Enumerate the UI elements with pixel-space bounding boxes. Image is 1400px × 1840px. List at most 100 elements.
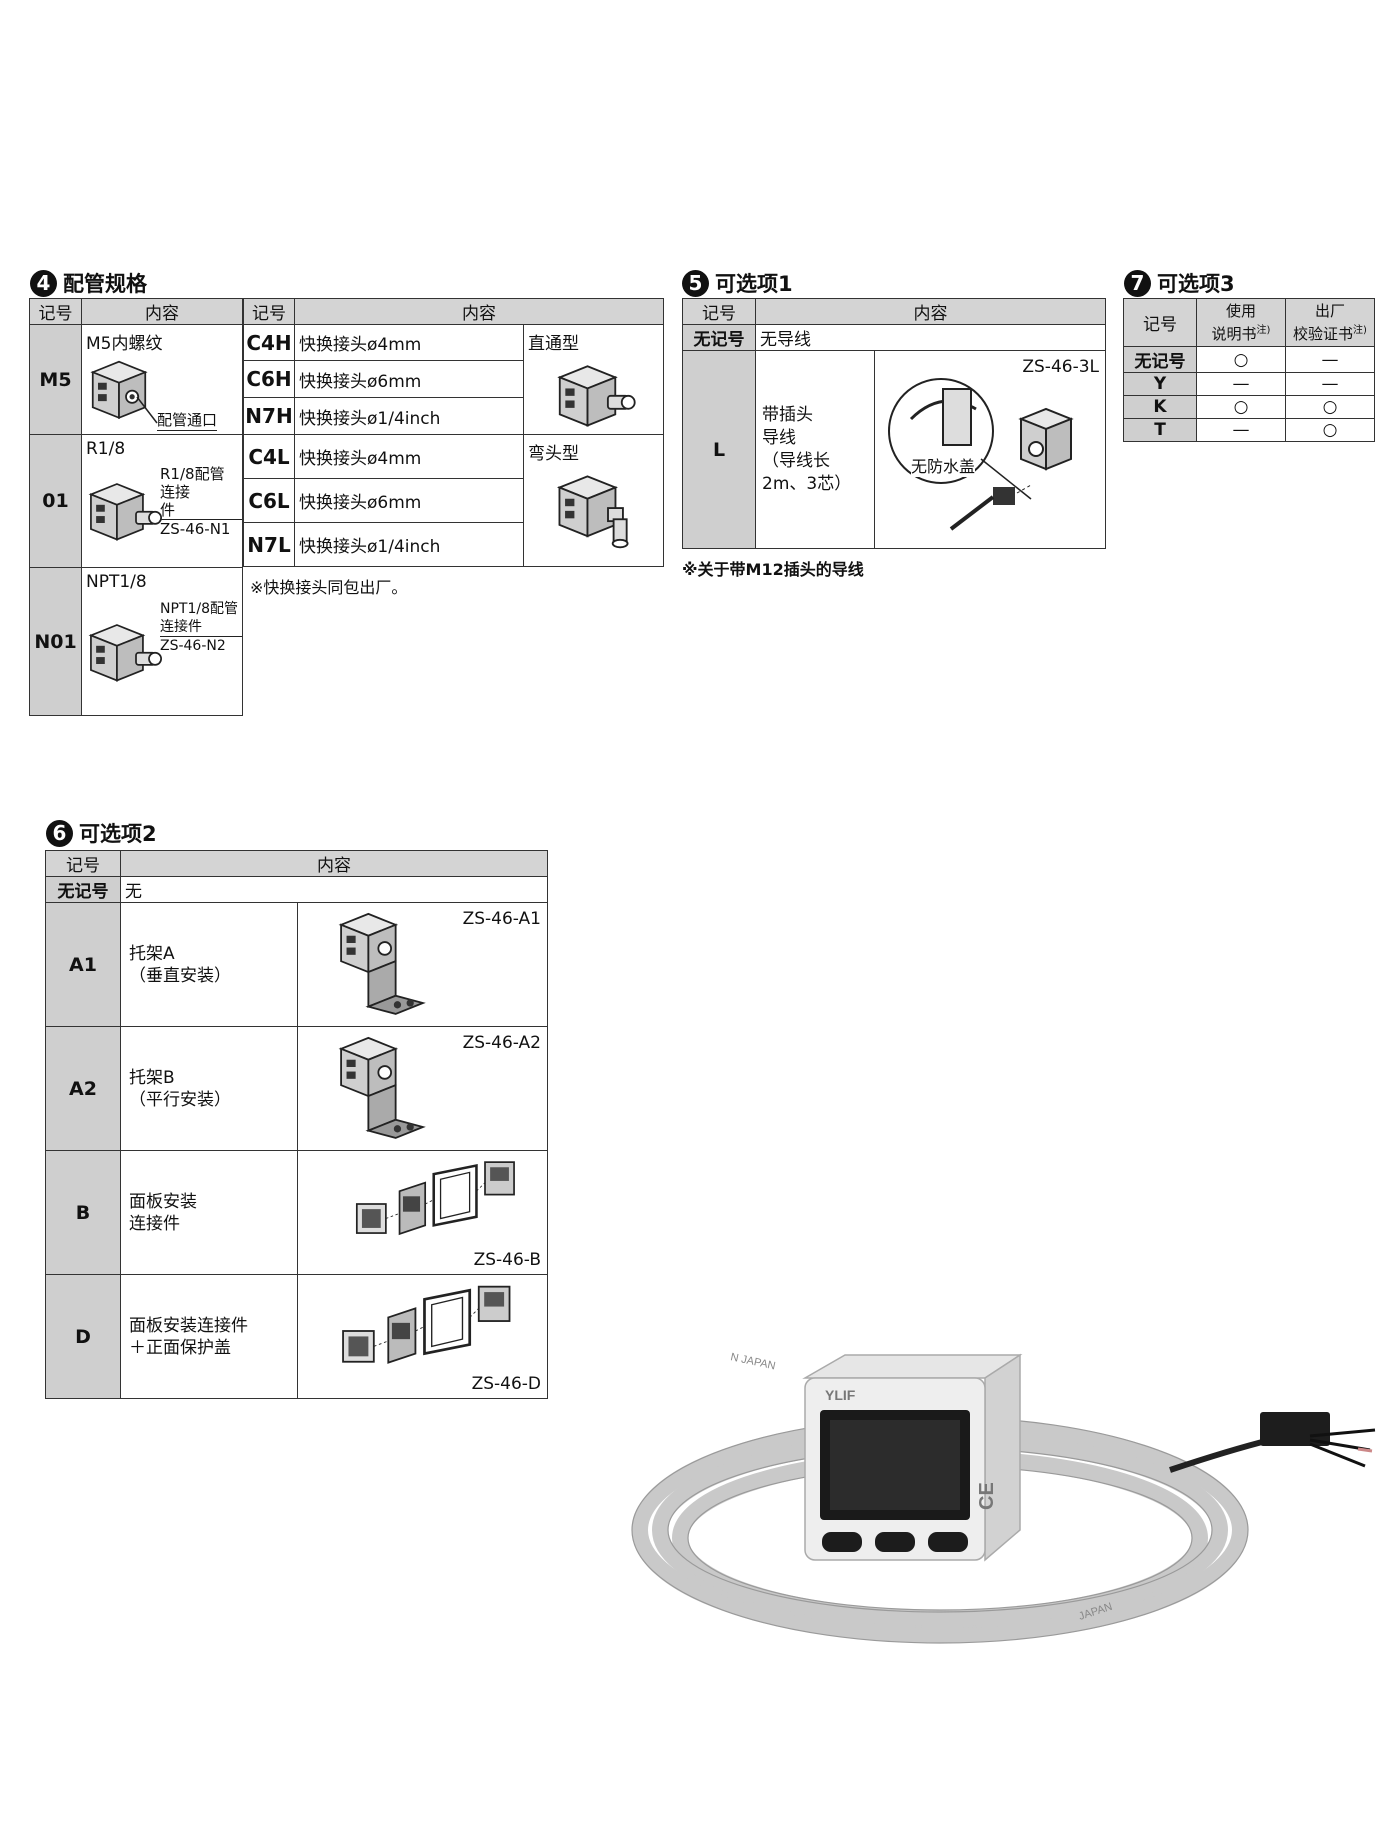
option2-image-a2: ZS-46-A2 xyxy=(297,1026,548,1151)
option2-desc-b-1: 面板安装 xyxy=(129,1191,197,1212)
piping-callout-n01: NPT1/8配管 连接件 ZS-46-N2 xyxy=(160,600,242,655)
option2-code-none: 无记号 xyxy=(45,876,121,903)
option3-code-none: 无记号 xyxy=(1123,346,1197,373)
option2-image-a1: ZS-46-A1 xyxy=(297,902,548,1027)
option2-desc-a2-1: 托架B xyxy=(129,1067,175,1088)
piping-callout-m5: 配管通口 xyxy=(157,411,218,431)
option3-cert-t: ○ xyxy=(1285,418,1375,442)
fitting-desc-n7h: 快换接头ø1/4inch xyxy=(294,397,524,435)
fitting-desc-n7l: 快换接头ø1/4inch xyxy=(294,522,524,567)
fitting-header-content: 内容 xyxy=(294,298,664,325)
option2-desc-a1: 托架A （垂直安装） xyxy=(120,902,298,1027)
bracket-b-icon xyxy=(332,1031,432,1143)
option1-part: ZS-46-3L xyxy=(1022,357,1099,377)
fitting-elbow-cell: 弯头型 xyxy=(523,434,664,567)
piping-code-m5: M5 xyxy=(29,324,82,435)
option3-cert-none: — xyxy=(1285,346,1375,373)
option2-desc-a2: 托架B （平行安装） xyxy=(120,1026,298,1151)
section-5-number: 5 xyxy=(682,269,709,297)
sensor-r18-icon xyxy=(84,475,162,545)
option3-header-manual: 使用 说明书注) xyxy=(1196,298,1286,347)
section-7-title: 7 可选项3 xyxy=(1124,268,1235,298)
section-6-title: 6 可选项2 xyxy=(46,818,157,848)
option3-cert-k: ○ xyxy=(1285,395,1375,419)
option1-desc-none: 无导线 xyxy=(755,324,1106,351)
option2-image-d: ZS-46-D xyxy=(297,1274,548,1399)
panel-mount-icon xyxy=(348,1157,528,1251)
option1-note: ※关于带M12插头的导线 xyxy=(682,560,864,579)
option2-desc-b: 面板安装 连接件 xyxy=(120,1150,298,1275)
callout-line-icon xyxy=(136,396,158,424)
product-brand: YLIF xyxy=(825,1387,856,1403)
elbow-fitting-icon xyxy=(552,467,636,551)
callout-n01-line1: NPT1/8配管 xyxy=(160,601,238,617)
product-button-middle xyxy=(875,1532,915,1552)
option3-header-cert: 出厂 校验证书注) xyxy=(1285,298,1375,347)
option3-table: 记号 使用 说明书注) 出厂 校验证书注) 无记号 ○ — Y — — K ○ … xyxy=(1123,298,1375,442)
option3-cert-y: — xyxy=(1285,372,1375,396)
fitting-table: 记号 内容 C4H 快换接头ø4mm 直通型 C6H 快换接头ø6mm N7H … xyxy=(243,298,664,567)
fitting-code-c6l: C6L xyxy=(243,478,295,523)
option2-code-a2: A2 xyxy=(45,1026,121,1151)
callout-01-line2: 连接件 xyxy=(160,483,242,520)
piping-label-n01: NPT1/8 xyxy=(86,572,147,592)
piping-cell-n01: NPT1/8 NPT1/8配管 连接件 ZS-46-N2 xyxy=(81,567,243,716)
option2-part-a1: ZS-46-A1 xyxy=(462,909,541,929)
option1-code-l: L xyxy=(682,350,756,549)
piping-label-01: R1/8 xyxy=(86,439,126,459)
option1-desc-l-2: 导线 xyxy=(762,427,796,448)
option2-desc-none: 无 xyxy=(120,876,548,903)
product-button-right xyxy=(928,1532,968,1552)
fitting-desc-c4h: 快换接头ø4mm xyxy=(294,324,524,361)
option2-code-b: B xyxy=(45,1150,121,1275)
piping-label-m5: M5内螺纹 xyxy=(86,334,163,354)
piping-cell-01: R1/8 R1/8配管 连接件 ZS-46-N1 xyxy=(81,434,243,568)
fitting-code-c6h: C6H xyxy=(243,360,295,398)
option1-desc-l: 带插头 导线 （导线长 2m、3芯） xyxy=(755,350,875,549)
option2-part-b: ZS-46-B xyxy=(473,1250,541,1270)
fitting-code-n7l: N7L xyxy=(243,522,295,567)
option3-header-manual-2: 说明书注) xyxy=(1197,321,1285,344)
option2-desc-a1-2: （垂直安装） xyxy=(129,965,231,986)
fitting-desc-c6h: 快换接头ø6mm xyxy=(294,360,524,398)
callout-n01-line2: 连接件 xyxy=(160,618,242,637)
fitting-header-code: 记号 xyxy=(243,298,295,325)
option1-table: 记号 内容 无记号 无导线 L 带插头 导线 （导线长 2m、3芯） ZS-46… xyxy=(682,298,1106,549)
option1-header-code: 记号 xyxy=(682,298,756,325)
piping-code-01: 01 xyxy=(29,434,82,568)
option3-header-manual-text: 说明书 xyxy=(1211,324,1257,343)
fitting-desc-c4l: 快换接头ø4mm xyxy=(294,434,524,479)
section-7-number: 7 xyxy=(1124,269,1151,297)
callout-01-line1: R1/8配管 xyxy=(160,465,225,483)
option1-callout: 无防水盖 xyxy=(911,453,976,477)
piping-code-n01: N01 xyxy=(29,567,82,716)
option2-desc-b-2: 连接件 xyxy=(129,1213,180,1234)
option1-desc-l-1: 带插头 xyxy=(762,404,813,425)
piping-table: 记号 内容 M5 M5内螺纹 配管通口 01 R1/8 R1/8配管 连接件 Z… xyxy=(29,298,243,716)
option2-desc-a1-1: 托架A xyxy=(129,943,175,964)
fitting-desc-c6l: 快换接头ø6mm xyxy=(294,478,524,523)
option2-desc-d-1: 面板安装连接件 xyxy=(129,1315,248,1336)
section-7-heading: 可选项3 xyxy=(1157,272,1235,296)
option3-header-manual-1: 使用 xyxy=(1225,301,1256,320)
fitting-code-n7h: N7H xyxy=(243,397,295,435)
section-6-number: 6 xyxy=(46,819,73,847)
fitting-code-c4l: C4L xyxy=(243,434,295,479)
product-button-left xyxy=(822,1532,862,1552)
sensor-npt18-icon xyxy=(84,616,162,686)
straight-fitting-icon xyxy=(552,357,636,431)
option2-desc-a2-2: （平行安装） xyxy=(129,1089,231,1110)
option1-header-content: 内容 xyxy=(755,298,1106,325)
option2-header-code: 记号 xyxy=(45,850,121,877)
piping-header-content: 内容 xyxy=(81,298,243,325)
option3-code-y: Y xyxy=(1123,372,1197,396)
option2-code-d: D xyxy=(45,1274,121,1399)
ce-mark: CE xyxy=(976,1482,998,1510)
option3-header-cert-text: 校验证书 xyxy=(1293,324,1354,343)
section-6-heading: 可选项2 xyxy=(79,822,157,846)
option3-header-manual-sup: 注) xyxy=(1256,324,1271,336)
fitting-code-c4h: C4H xyxy=(243,324,295,361)
section-4-heading: 配管规格 xyxy=(63,272,147,296)
option2-code-a1: A1 xyxy=(45,902,121,1027)
bracket-a-icon xyxy=(332,907,432,1019)
